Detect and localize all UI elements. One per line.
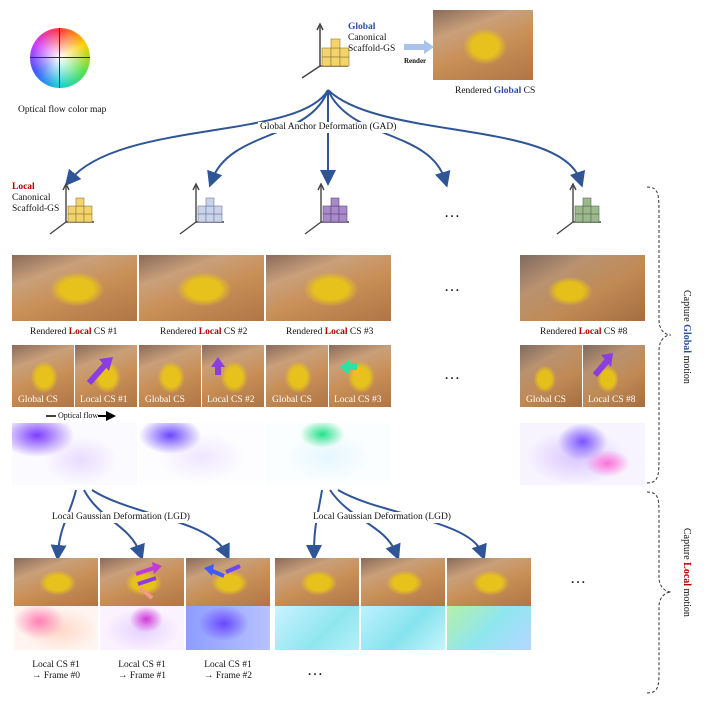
- frame-caption-line1: Local CS #1: [118, 660, 166, 670]
- frame-image-3: [275, 558, 359, 606]
- rendered-local-caption-3: Rendered Local CS #3: [286, 327, 374, 337]
- pair-local-label-3: Local CS #3: [334, 395, 382, 405]
- brace-global: [646, 186, 672, 484]
- ellipsis-scaffolds: …: [444, 204, 462, 221]
- rendered-local-image-3: [266, 255, 391, 321]
- colormap-crosshair-v: [59, 28, 60, 88]
- gad-arrows: [64, 89, 586, 188]
- lgd-label-2: Local Gaussian Deformation (LGD): [311, 512, 453, 523]
- pair-global-label-3: Global CS: [272, 395, 312, 405]
- ellipsis-captions: …: [307, 662, 325, 679]
- local-scaffold-icon-1: [49, 182, 94, 235]
- colormap-caption: Optical flow color map: [18, 105, 107, 115]
- local-scaffold-icon-3: [304, 182, 349, 235]
- frame-flow-2: [186, 606, 270, 650]
- ellipsis-frames: …: [570, 570, 588, 587]
- frame-image-2: [186, 558, 270, 606]
- brace-local: [646, 491, 672, 694]
- pair-global-image-3: [266, 345, 328, 407]
- rendered-local-caption-8: Rendered Local CS #8: [540, 327, 628, 337]
- frame-image-1: [100, 558, 184, 606]
- side-label-local: Capture Local motion: [681, 528, 692, 617]
- frame-image-5: [447, 558, 531, 606]
- frame-flow-1: [100, 606, 184, 650]
- frame-image-0: [14, 558, 98, 606]
- frame-caption-1: Local CS #1→ Frame #1: [100, 660, 184, 682]
- optical-flow-arrow-icon: [46, 411, 116, 421]
- pair-local-label-2: Local CS #2: [207, 395, 255, 405]
- rendered-global-image: [433, 10, 533, 80]
- render-arrow-icon: [404, 40, 434, 54]
- ellipsis-pairs: …: [444, 366, 462, 383]
- local-scaffold-line1: Canonical: [12, 193, 51, 203]
- optical-flow-colormap: [30, 28, 90, 88]
- render-label: Render: [404, 57, 427, 65]
- ellipsis-rendered: …: [444, 278, 462, 295]
- global-scaffold-title: Global: [348, 22, 376, 32]
- pair-global-label-8: Global CS: [526, 395, 566, 405]
- pair-local-image-1: [75, 345, 137, 407]
- motion-arrow-icon: [592, 353, 613, 377]
- colormap-crosshair: [30, 57, 90, 58]
- motion-arrow-icon: [135, 562, 162, 600]
- pair-local-image-3: [329, 345, 391, 407]
- frame-caption-line2: → Frame #1: [117, 671, 167, 681]
- global-scaffold-line1: Canonical: [348, 33, 387, 43]
- pair-global-label-1: Global CS: [18, 395, 58, 405]
- lgd-label-1: Local Gaussian Deformation (LGD): [50, 512, 192, 523]
- flow-map-3: [266, 423, 391, 485]
- rendered-local-caption-2: Rendered Local CS #2: [160, 327, 248, 337]
- frame-caption-line1: Local CS #1: [32, 660, 80, 670]
- pair-global-image-1: [12, 345, 74, 407]
- global-scaffold-line2: Scaffold-GS: [348, 44, 396, 54]
- motion-arrow-icon: [211, 357, 225, 375]
- frame-caption-0: Local CS #1→ Frame #0: [14, 660, 98, 682]
- global-scaffold-icon: [301, 22, 350, 79]
- pair-local-image-2: [202, 345, 264, 407]
- motion-arrow-icon: [339, 360, 357, 374]
- lgd-arrows: [50, 489, 487, 561]
- local-scaffold-line2: Scaffold-GS: [12, 204, 60, 214]
- frame-flow-0: [14, 606, 98, 650]
- side-label-global: Capture Global motion: [681, 290, 692, 384]
- rendered-local-image-2: [139, 255, 264, 321]
- local-scaffold-icon-8: [556, 182, 601, 235]
- frame-caption-line2: → Frame #0: [31, 671, 81, 681]
- gad-label: Global Anchor Deformation (GAD): [258, 122, 399, 133]
- frame-flow-4: [361, 606, 445, 650]
- flow-map-1: [12, 423, 137, 485]
- local-scaffold-title: Local: [12, 182, 35, 192]
- pair-global-image-8: [520, 345, 582, 407]
- optical-flow-label: Optical flow: [58, 411, 99, 420]
- frame-caption-2: Local CS #1→ Frame #2: [186, 660, 270, 682]
- pair-local-label-1: Local CS #1: [80, 395, 128, 405]
- local-scaffold-icon-2: [179, 182, 224, 235]
- frame-image-4: [361, 558, 445, 606]
- motion-arrow-icon: [204, 564, 241, 578]
- frame-caption-line1: Local CS #1: [204, 660, 252, 670]
- rendered-local-image-1: [12, 255, 137, 321]
- rendered-global-caption: Rendered Global CS: [455, 86, 536, 96]
- frame-flow-3: [275, 606, 359, 650]
- pair-global-label-2: Global CS: [145, 395, 185, 405]
- motion-arrow-icon: [86, 357, 113, 385]
- rendered-local-image-8: [520, 255, 645, 321]
- frame-caption-line2: → Frame #2: [203, 671, 253, 681]
- pair-local-image-8: [583, 345, 645, 407]
- pair-local-label-8: Local CS #8: [588, 395, 636, 405]
- rendered-local-caption-1: Rendered Local CS #1: [30, 327, 118, 337]
- flow-map-8: [520, 423, 645, 485]
- flow-map-2: [139, 423, 264, 485]
- frame-flow-5: [447, 606, 531, 650]
- pair-global-image-2: [139, 345, 201, 407]
